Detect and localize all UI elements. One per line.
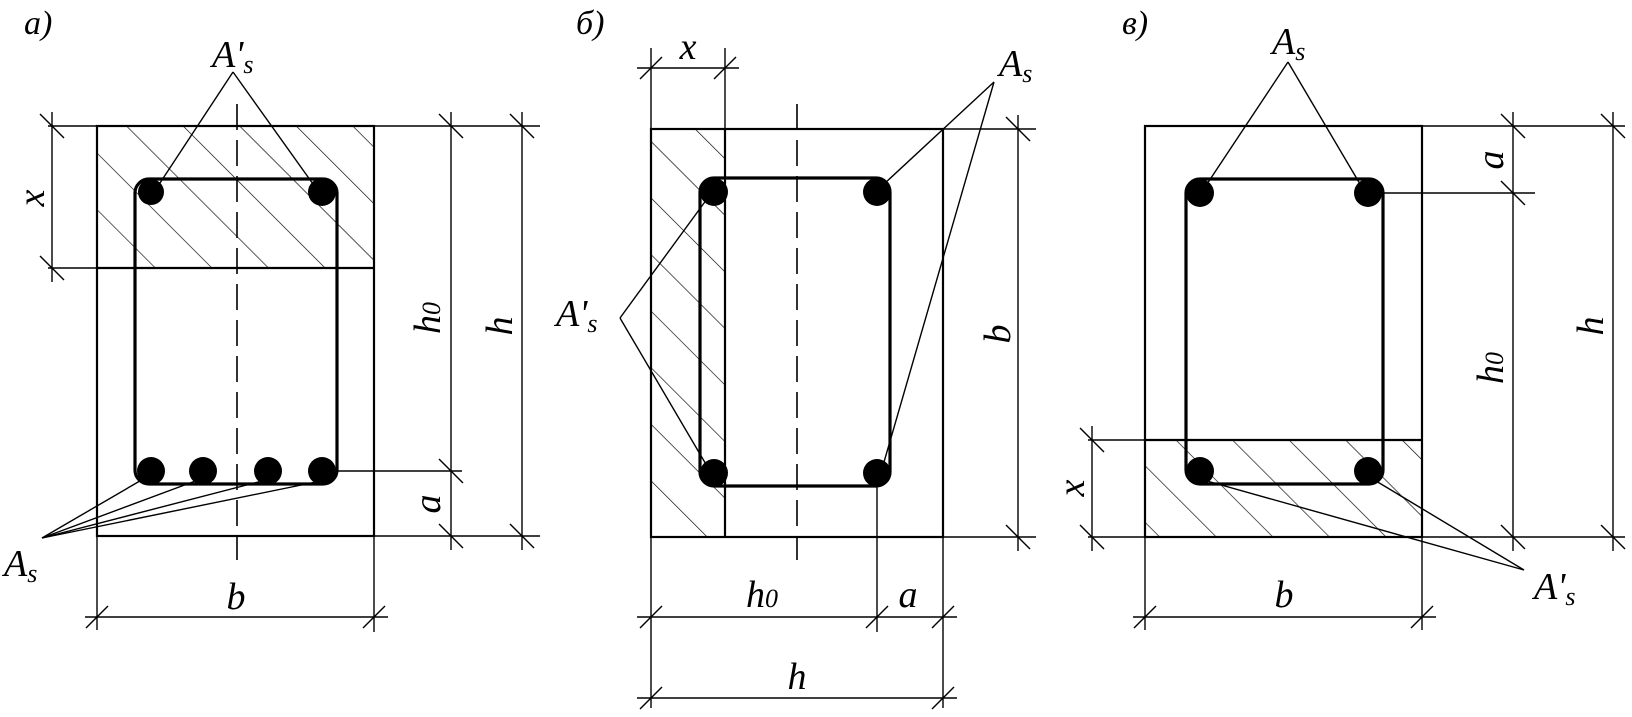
dimension-tick: [1005, 116, 1031, 142]
leader-line: [883, 81, 995, 463]
dimension-tick: [438, 113, 464, 139]
dimension-tick: [438, 458, 464, 484]
panel-a-label: а): [24, 5, 52, 42]
leader-line: [41, 479, 199, 539]
a-dimension-label: a: [407, 495, 449, 514]
panel-c: в) As A's x a h0: [1051, 5, 1626, 630]
dimension-tick: [39, 255, 65, 281]
left-bars-label: A's: [553, 293, 597, 338]
dimension-tick: [931, 605, 955, 629]
panel-b: б) x As A's b: [553, 5, 1036, 710]
a-dimension-label: a: [1470, 151, 1512, 170]
dimension-tick: [713, 56, 737, 80]
leader-line: [883, 81, 995, 185]
dimension-tick: [438, 523, 464, 549]
bottom-bars-label: A's: [1531, 566, 1575, 611]
dimension-tick: [1600, 524, 1626, 550]
leader-line: [1206, 480, 1525, 571]
h0-dimension-label: h0: [1470, 352, 1512, 384]
section-outline: [1143, 124, 1424, 539]
h-dimension-label: h: [788, 656, 807, 698]
dimension-tick: [1500, 180, 1526, 206]
dimension-tick: [931, 686, 955, 710]
stirrup: [133, 177, 339, 486]
dimension-tick: [1500, 113, 1526, 139]
x-dimension-label: x: [11, 189, 53, 207]
top-bar: [308, 178, 336, 206]
panel-c-label: в): [1122, 5, 1148, 42]
leader-line: [619, 198, 708, 319]
dimension-tick: [509, 523, 535, 549]
h-dimension-label: h: [479, 317, 521, 336]
dimension-tick: [639, 56, 663, 80]
compression-zone-hatch: [1145, 440, 1422, 537]
dimension-tick: [1600, 113, 1626, 139]
dimension-tick: [509, 113, 535, 139]
dimension-tick: [1500, 524, 1526, 550]
dimension-tick: [639, 605, 663, 629]
top-bars-label: A's: [209, 34, 253, 79]
dimension-tick: [1133, 605, 1157, 629]
bottom-bars-label: As: [1, 543, 37, 588]
b-dimension-label: b: [977, 325, 1019, 344]
dimension-tick: [85, 605, 109, 629]
leader-line: [232, 71, 314, 185]
bottom-bar: [1354, 457, 1382, 485]
top-bar: [1186, 179, 1214, 207]
dimension-tick: [865, 605, 889, 629]
x-dimension-label: x: [1051, 479, 1093, 497]
top-bar: [1354, 179, 1382, 207]
leader-line: [1375, 480, 1525, 571]
h-dimension-label: h: [1570, 317, 1612, 336]
right-bar: [863, 459, 891, 487]
x-dimension-label: x: [679, 26, 697, 68]
bottom-bar: [254, 457, 282, 485]
leader-line: [619, 317, 708, 467]
h0-dimension-label: h0: [746, 574, 778, 616]
dimension-tick: [39, 113, 65, 139]
right-bars-label: As: [996, 43, 1032, 88]
dimension-tick: [1005, 524, 1031, 550]
bottom-bar: [189, 457, 217, 485]
stirrup: [1184, 177, 1385, 486]
h0-dimension-label: h0: [407, 302, 449, 334]
panel-a: а) A's As x: [1, 5, 540, 632]
b-dimension-label: b: [227, 576, 246, 618]
leader-line: [1206, 61, 1289, 185]
top-bars-label: As: [1269, 21, 1305, 66]
left-bar: [700, 459, 728, 487]
dimension-tick: [1079, 427, 1105, 453]
right-bar: [863, 178, 891, 206]
section-outline: [95, 124, 376, 538]
leader-line: [157, 71, 234, 187]
leader-line: [41, 480, 263, 539]
bottom-bar: [1186, 457, 1214, 485]
leader-line: [41, 477, 146, 539]
bottom-bar: [308, 457, 336, 485]
b-dimension-label: b: [1275, 574, 1294, 616]
leader-line: [41, 481, 317, 539]
leader-line: [1287, 61, 1361, 185]
stirrup: [698, 176, 892, 488]
dimension-tick: [1079, 524, 1105, 550]
dimension-tick: [1410, 605, 1434, 629]
panel-b-label: б): [576, 5, 604, 42]
dimension-tick: [639, 686, 663, 710]
dimension-tick: [362, 605, 386, 629]
a-dimension-label: a: [899, 574, 918, 616]
